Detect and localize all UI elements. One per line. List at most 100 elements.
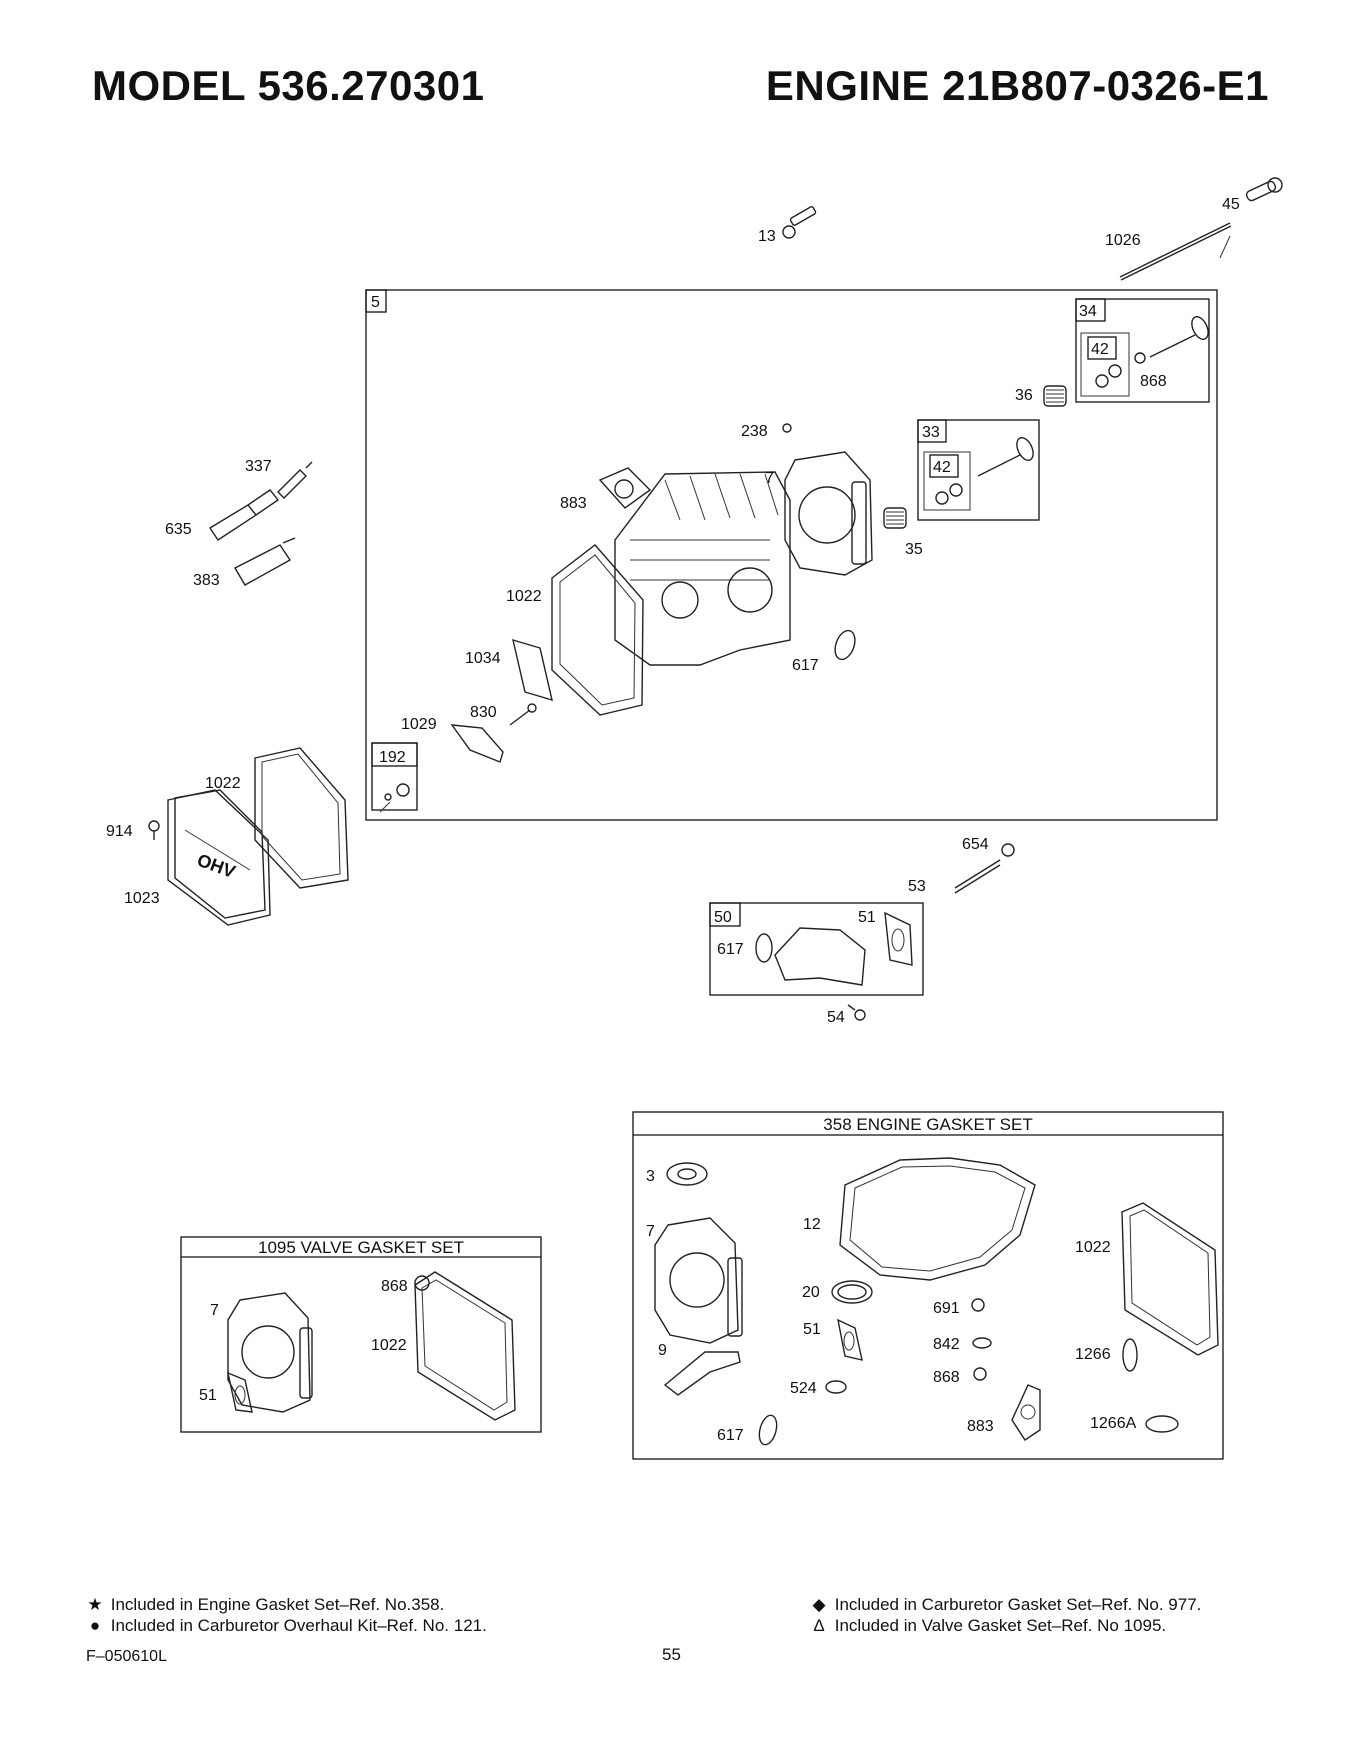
callout-238: 238 [741,423,768,440]
footnote-symbol: ◆ [812,1595,826,1614]
callout-1266A: 1266A [1090,1415,1137,1432]
footnote-text: Included in Carburetor Gasket Set–Ref. N… [834,1595,1202,1614]
callout-51: 51 [858,909,876,926]
callout-51: 51 [199,1387,217,1404]
part-383-bracket [234,537,296,586]
part-691-washer [971,1298,985,1312]
kit-title-358: 358 ENGINE GASKET SET [823,1115,1032,1134]
part-914-screw [148,820,160,840]
part-1022-gasket-kit-1095 [414,1271,516,1421]
part-53-stud [954,859,1001,894]
callout-1022: 1022 [506,588,542,605]
part-238-pin [782,423,792,433]
part-51-gasket-358 [837,1318,863,1361]
part-654-nut [1001,843,1015,857]
part-192-screw [384,783,410,801]
callout-20: 20 [802,1284,820,1301]
part-830-stud [509,703,537,726]
box-5-cylinder-head [365,289,1218,821]
callout-1023: 1023 [124,890,160,907]
part-617-o-ring-358 [758,1414,778,1446]
callout-617: 617 [717,1427,744,1444]
callout-1026: 1026 [1105,232,1141,249]
callout-192: 192 [379,749,406,766]
part-33-intake-valve [935,437,1034,505]
box-1095-valve-gasket-set [180,1236,542,1433]
callout-868: 868 [381,1278,408,1295]
callout-42: 42 [933,459,951,476]
callout-1022: 1022 [205,775,241,792]
callout-45: 45 [1222,196,1240,213]
callout-1034: 1034 [465,650,501,667]
callout-7: 7 [210,1302,219,1319]
part-1266A-o-ring [1145,1415,1179,1433]
callout-9: 9 [658,1342,667,1359]
callout-labels: 13 45 1026 5 34 42 868 36 238 33 42 7 88… [106,196,1240,1444]
callout-883: 883 [967,1418,994,1435]
callout-868: 868 [933,1369,960,1386]
callout-524: 524 [790,1380,817,1397]
footnote-symbol: ★ [87,1595,103,1614]
box-42b-retainer [923,451,971,511]
part-54-screw [847,1004,866,1021]
callout-1022: 1022 [1075,1239,1111,1256]
footnote: ◆ Included in Carburetor Gasket Set–Ref.… [808,1594,1201,1615]
callout-691: 691 [933,1300,960,1317]
callout-12: 12 [803,1216,821,1233]
part-1034-plate [512,638,553,702]
footnote: ● Included in Carburetor Overhaul Kit–Re… [84,1615,487,1636]
model-title: MODEL 536.270301 [92,62,485,109]
part-1022-valve-cover-gasket-inner [551,544,644,716]
part-868-seal-358 [973,1367,987,1381]
callout-7: 7 [646,1223,655,1240]
footnotes-left: ★ Included in Engine Gasket Set–Ref. No.… [84,1594,487,1636]
callout-7: 7 [765,470,774,487]
callout-1029: 1029 [401,716,437,733]
callout-33: 33 [922,424,940,441]
callout-50: 50 [714,909,732,926]
callout-42: 42 [1091,341,1109,358]
footnote-symbol: Δ [813,1616,825,1635]
part-13-bolt [782,206,817,239]
footnote-text: Included in Carburetor Overhaul Kit–Ref.… [110,1616,487,1635]
part-7-head-gasket-358 [654,1217,743,1344]
box-42a-retainer [1080,332,1130,397]
callout-3: 3 [646,1168,655,1185]
svg-text:OHV: OHV [195,850,239,882]
callout-383: 383 [193,572,220,589]
callout-842: 842 [933,1336,960,1353]
callout-617: 617 [792,657,819,674]
engine-title: ENGINE 21B807-0326-E1 [765,62,1269,109]
callout-868: 868 [1140,373,1167,390]
part-1029-deflector [450,724,504,763]
part-35-valve-spring [883,507,907,529]
part-3-oil-seal [666,1162,708,1186]
callout-654: 654 [962,836,989,853]
part-34-exhaust-valve [1095,316,1209,388]
part-cylinder-head [614,471,791,666]
footnote-text: Included in Valve Gasket Set–Ref. No 109… [834,1616,1167,1635]
part-7-head-gasket [784,451,873,576]
callout-54: 54 [827,1009,845,1026]
part-337-spark-plug [277,461,313,499]
part-1026-pushrod [1119,222,1232,281]
box-34-exhaust-valve [1075,298,1210,403]
callout-883: 883 [560,495,587,512]
part-36-valve-spring [1043,385,1067,407]
part-1266-o-ring [1122,1338,1138,1372]
callout-35: 35 [905,541,923,558]
callout-830: 830 [470,704,497,721]
part-524-o-ring [825,1380,847,1394]
part-842-o-ring [972,1337,992,1349]
part-45-rocker [1245,177,1283,202]
callout-36: 36 [1015,387,1033,404]
callout-337: 337 [245,458,272,475]
part-20-seal [831,1280,873,1304]
form-code: F–050610L [86,1648,167,1665]
part-12-crankcase-gasket [839,1157,1036,1281]
part-1022-gasket-358 [1121,1202,1219,1356]
page-number: 55 [662,1645,681,1664]
callout-5: 5 [371,294,380,311]
footnote-text: Included in Engine Gasket Set–Ref. No.35… [110,1595,445,1614]
